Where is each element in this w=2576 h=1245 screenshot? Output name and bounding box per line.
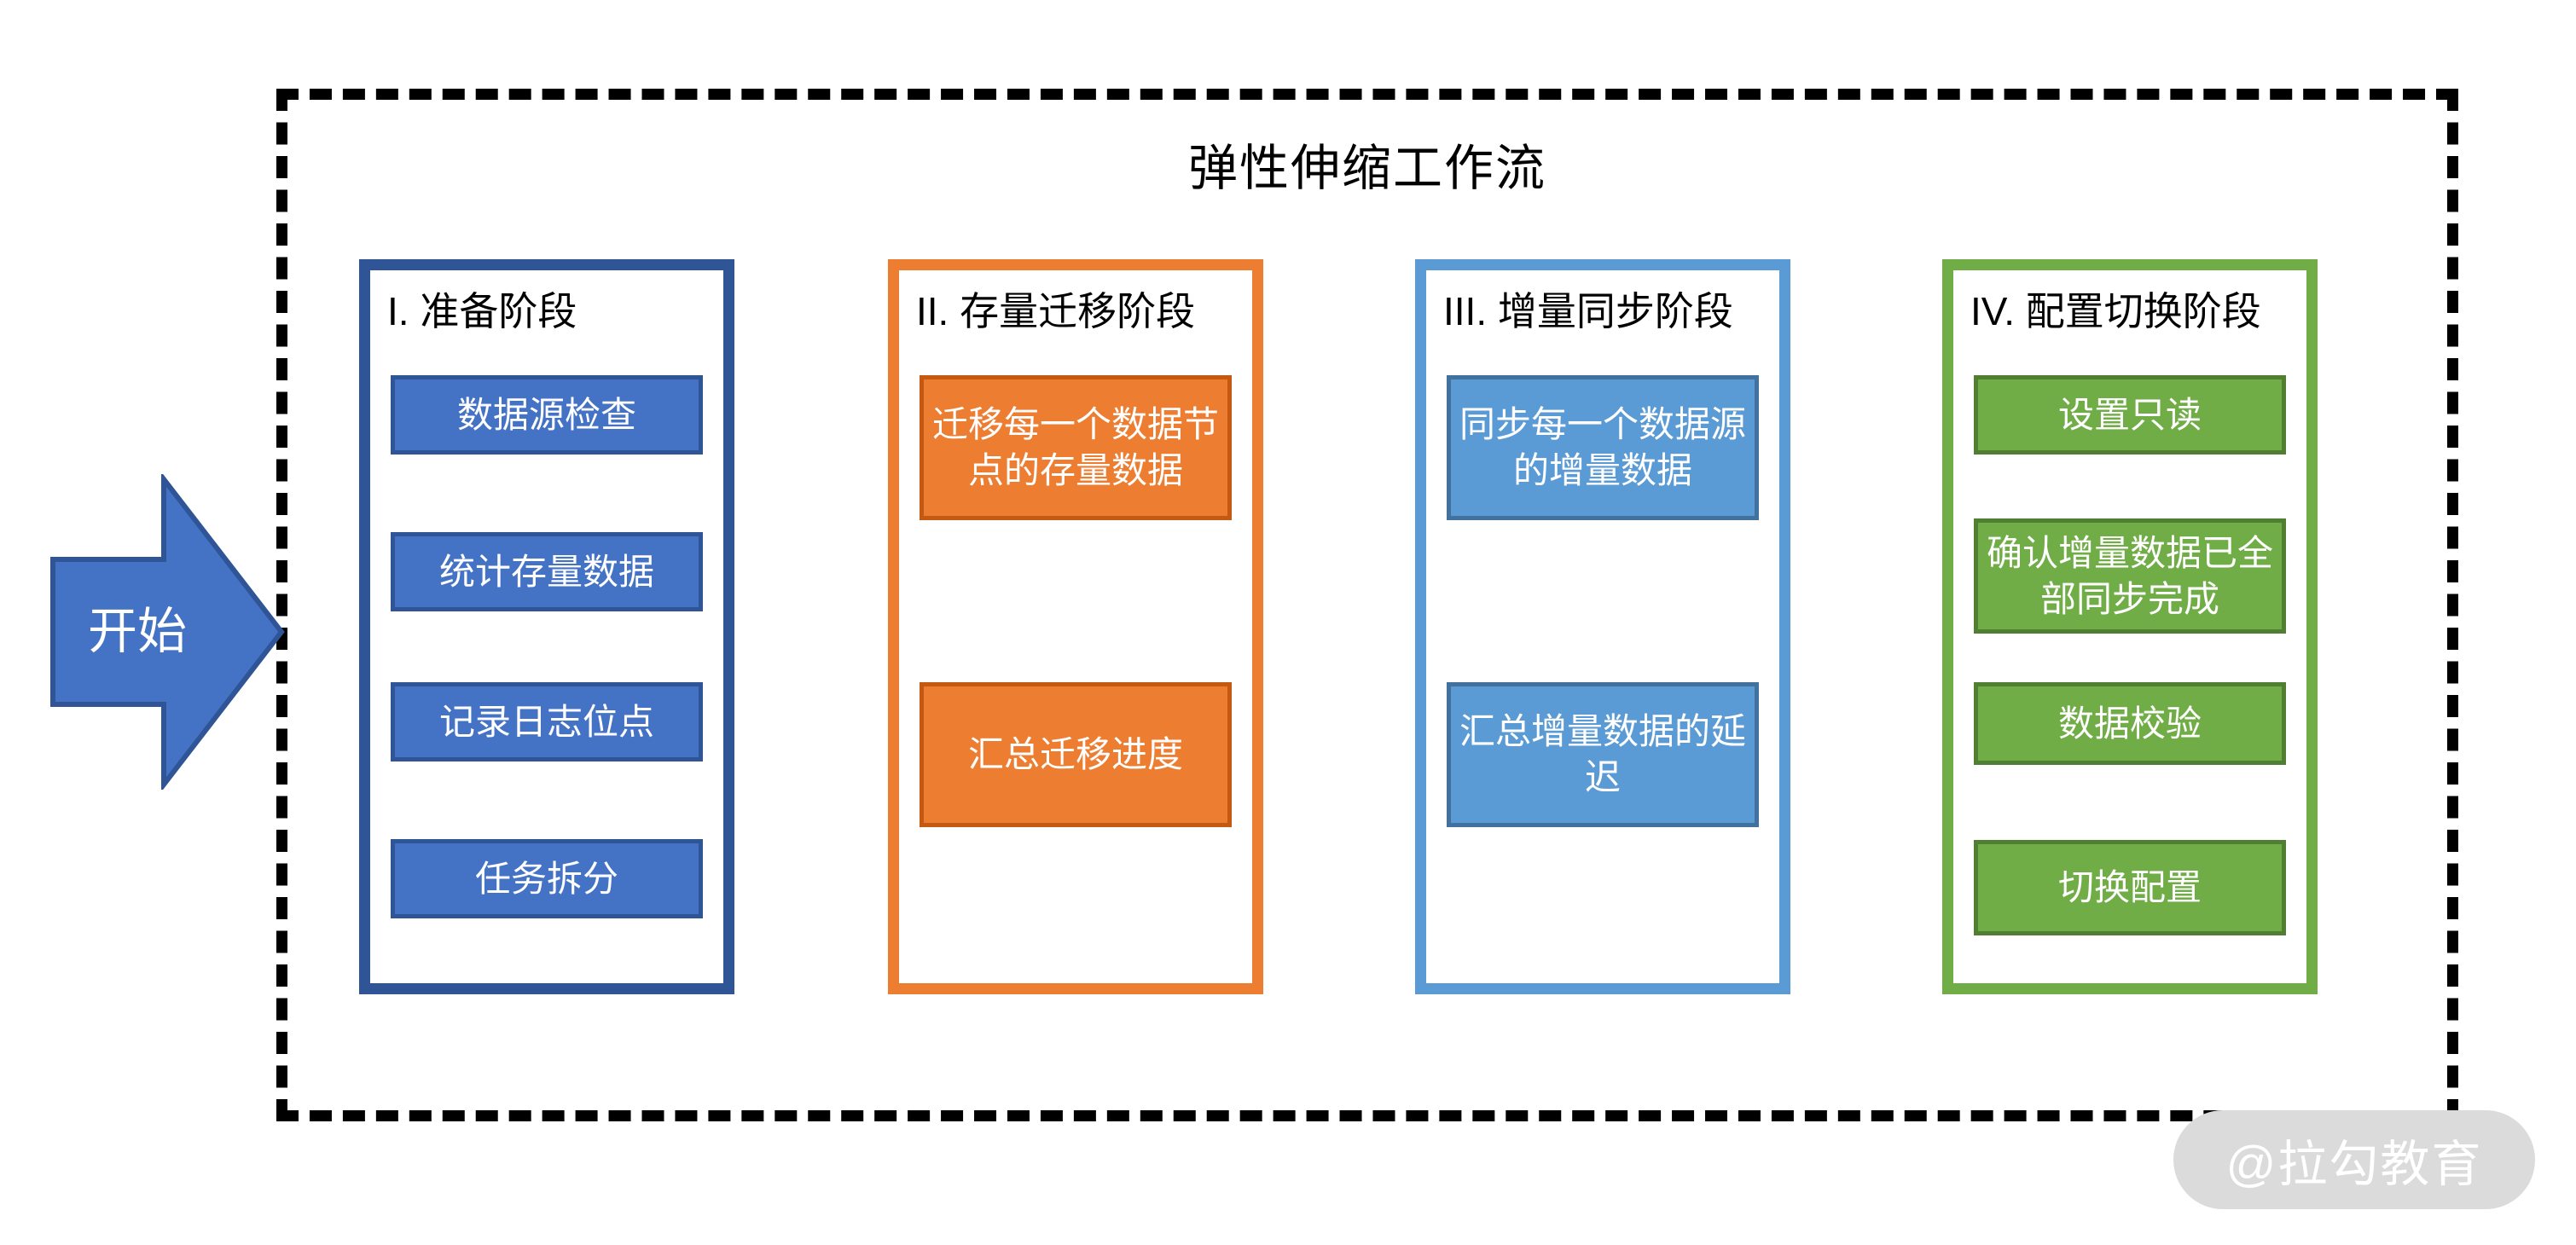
phase-panel-preparation: I. 准备阶段 数据源检查 统计存量数据 记录日志位点 任务拆分 [359, 259, 734, 994]
start-arrow-shape [50, 474, 285, 790]
step-box: 确认增量数据已全部同步完成 [1974, 518, 2286, 634]
step-box: 迁移每一个数据节点的存量数据 [920, 375, 1232, 520]
step-box: 汇总迁移进度 [920, 682, 1232, 827]
phase-title: II. 存量迁移阶段 [916, 289, 1196, 333]
step-box: 记录日志位点 [391, 682, 703, 761]
workflow-frame: 弹性伸缩工作流 [276, 89, 2458, 1121]
step-box: 数据校验 [1974, 682, 2286, 765]
watermark-badge: @拉勾教育 [2173, 1110, 2535, 1209]
phase-panel-config-switch: IV. 配置切换阶段 设置只读 确认增量数据已全部同步完成 数据校验 切换配置 [1942, 259, 2318, 994]
start-arrow: 开始 [49, 474, 285, 790]
step-box: 统计存量数据 [391, 532, 703, 611]
start-arrow-icon [50, 474, 285, 790]
step-box: 同步每一个数据源的增量数据 [1447, 375, 1759, 520]
step-box: 汇总增量数据的延迟 [1447, 682, 1759, 827]
step-box: 切换配置 [1974, 840, 2286, 935]
diagram-title: 弹性伸缩工作流 [1187, 141, 1546, 196]
step-box: 任务拆分 [391, 839, 703, 918]
step-box: 数据源检查 [391, 375, 703, 455]
start-arrow-label: 开始 [87, 604, 187, 659]
step-box: 设置只读 [1974, 375, 2286, 455]
phase-panel-incremental-sync: III. 增量同步阶段 同步每一个数据源的增量数据 汇总增量数据的延迟 [1415, 259, 1790, 994]
phase-title: III. 增量同步阶段 [1443, 289, 1733, 333]
phase-title: I. 准备阶段 [387, 289, 577, 333]
phase-panel-full-migration: II. 存量迁移阶段 迁移每一个数据节点的存量数据 汇总迁移进度 [888, 259, 1263, 994]
watermark-text: @拉勾教育 [2225, 1137, 2483, 1192]
phase-title: IV. 配置切换阶段 [1970, 289, 2261, 333]
